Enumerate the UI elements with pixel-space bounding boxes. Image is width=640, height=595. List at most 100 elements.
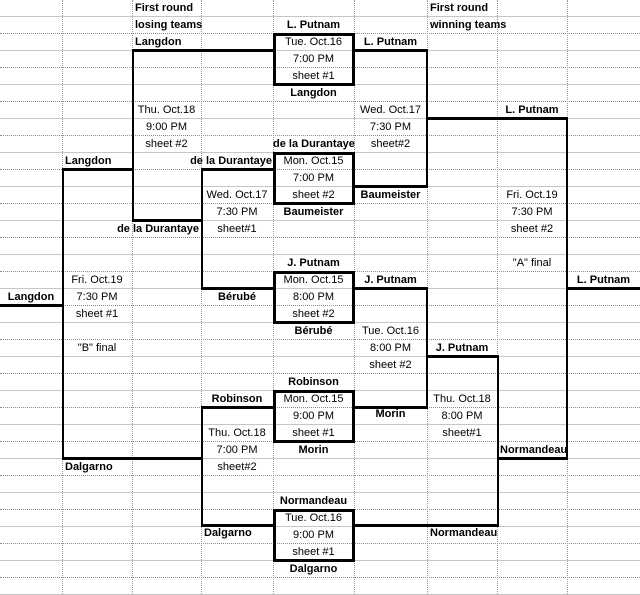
w1-sheet: sheet#2	[370, 138, 411, 150]
w1-time: 7:30 PM	[370, 121, 411, 133]
b-final-sheet: sheet #1	[75, 308, 119, 320]
w2-team-top: J. Putnam	[364, 274, 417, 286]
g1-date: Tue. Oct.16	[284, 36, 343, 48]
g4-team-top: Robinson	[288, 376, 339, 388]
grid-row-line	[0, 424, 640, 425]
g2-date: Mon. Oct.15	[283, 155, 344, 167]
l1-bracket-side	[132, 49, 134, 221]
g5-box	[273, 509, 355, 562]
a-final-team-top: L. Putnam	[505, 104, 559, 116]
w2-time: 8:00 PM	[370, 342, 411, 354]
w1-team-bottom: Baumeister	[360, 189, 421, 201]
losing-header-line1: First round	[135, 2, 194, 14]
g3-team-top: J. Putnam	[287, 257, 340, 269]
winning-header-line2: winning teams	[430, 19, 507, 31]
g2-team-top: de la Durantaye	[273, 138, 355, 150]
grid-row-line	[0, 458, 640, 459]
l2-date: Wed. Oct.17	[206, 189, 268, 201]
g2-time: 7:00 PM	[293, 172, 334, 184]
l3-sheet: sheet#2	[217, 461, 257, 473]
g2-sheet: sheet #2	[292, 189, 335, 201]
l1-date: Thu. Oct.18	[137, 104, 196, 116]
grid-row-line	[0, 373, 640, 374]
l3-bracket-bottom	[201, 524, 274, 527]
l1-bracket-top	[132, 49, 274, 52]
g4-team-bottom: Morin	[298, 444, 329, 456]
a-final-label: "A" final	[512, 257, 552, 269]
l2-bracket-side	[201, 168, 203, 289]
g5-sheet: sheet #1	[292, 546, 335, 558]
l2-sheet: sheet#1	[217, 223, 257, 235]
w2-bracket-side	[426, 287, 428, 408]
g2-team-bottom: Baumeister	[283, 206, 344, 218]
winning-header-line1: First round	[430, 2, 489, 14]
w3-team-bottom: Normandeau	[430, 527, 498, 539]
b-champion-line	[0, 304, 63, 307]
g5-time: 9:00 PM	[293, 529, 334, 541]
g3-team-bottom: Bérubé	[294, 325, 333, 337]
a-final-team-bottom: Normandeau	[500, 444, 568, 456]
grid-row-line	[0, 492, 640, 493]
l1-team-top: Langdon	[135, 36, 182, 48]
grid-col-line	[132, 0, 133, 594]
w2-bracket-top	[354, 287, 428, 290]
w1-date: Wed. Oct.17	[360, 104, 421, 116]
b-final-bracket-bottom	[62, 457, 202, 460]
b-final-label: "B" final	[77, 342, 117, 354]
grid-row-line	[0, 16, 640, 17]
grid-row-line	[0, 356, 640, 357]
grid-row-line	[0, 50, 640, 51]
w1-bracket-top	[354, 49, 428, 52]
w1-bracket-bottom	[354, 185, 428, 188]
w3-bracket-side	[497, 355, 499, 526]
g5-team-top: Normandeau	[279, 495, 348, 507]
g3-time: 8:00 PM	[293, 291, 334, 303]
grid-row-line	[0, 339, 640, 340]
g3-date: Mon. Oct.15	[283, 274, 344, 286]
l2-time: 7:30 PM	[216, 206, 258, 218]
l1-time: 9:00 PM	[146, 121, 187, 133]
a-final-bracket-bottom	[497, 457, 568, 460]
w2-sheet: sheet #2	[369, 359, 412, 371]
l2-bracket-bottom	[201, 287, 274, 290]
grid-col-line	[497, 0, 498, 594]
grid-row-line	[0, 288, 640, 289]
l2-team-bottom: Bérubé	[218, 291, 256, 303]
grid-row-line	[0, 220, 640, 221]
grid-row-line	[0, 577, 640, 578]
g1-time: 7:00 PM	[293, 53, 334, 65]
grid-row-line	[0, 67, 640, 68]
grid-row-line	[0, 118, 640, 119]
b-final-bracket-side	[62, 168, 64, 459]
w3-bracket-top	[427, 355, 499, 358]
l3-team-bottom: Dalgarno	[204, 527, 252, 539]
g1-box	[273, 33, 355, 86]
l3-bracket-side	[201, 406, 203, 527]
a-final-date: Fri. Oct.19	[506, 189, 558, 201]
grid-row-line	[0, 526, 640, 527]
l3-time: 7:00 PM	[216, 444, 258, 456]
grid-row-line	[0, 305, 640, 306]
g1-team-bottom: Langdon	[290, 87, 337, 99]
w3-time: 8:00 PM	[441, 410, 483, 422]
w2-team-bottom: Morin	[375, 408, 406, 420]
g4-time: 9:00 PM	[293, 410, 334, 422]
l3-bracket-top	[201, 406, 274, 409]
g3-box	[273, 271, 355, 324]
w3-date: Thu. Oct.18	[433, 393, 491, 405]
a-champion: L. Putnam	[576, 274, 631, 286]
l1-sheet: sheet #2	[145, 138, 188, 150]
b-champion: Langdon	[7, 291, 55, 303]
losing-header-line2: losing teams	[135, 19, 203, 31]
w1-team-top: L. Putnam	[363, 36, 418, 48]
grid-row-line	[0, 543, 640, 544]
w3-sheet: sheet#1	[442, 427, 482, 439]
g4-sheet: sheet #1	[292, 427, 335, 439]
a-final-time: 7:30 PM	[511, 206, 553, 218]
g4-date: Mon. Oct.15	[283, 393, 344, 405]
w3-team-top: J. Putnam	[435, 342, 489, 354]
w2-date: Tue. Oct.16	[361, 325, 420, 337]
g3-sheet: sheet #2	[292, 308, 335, 320]
l2-team-top: de la Durantaye	[190, 155, 272, 167]
